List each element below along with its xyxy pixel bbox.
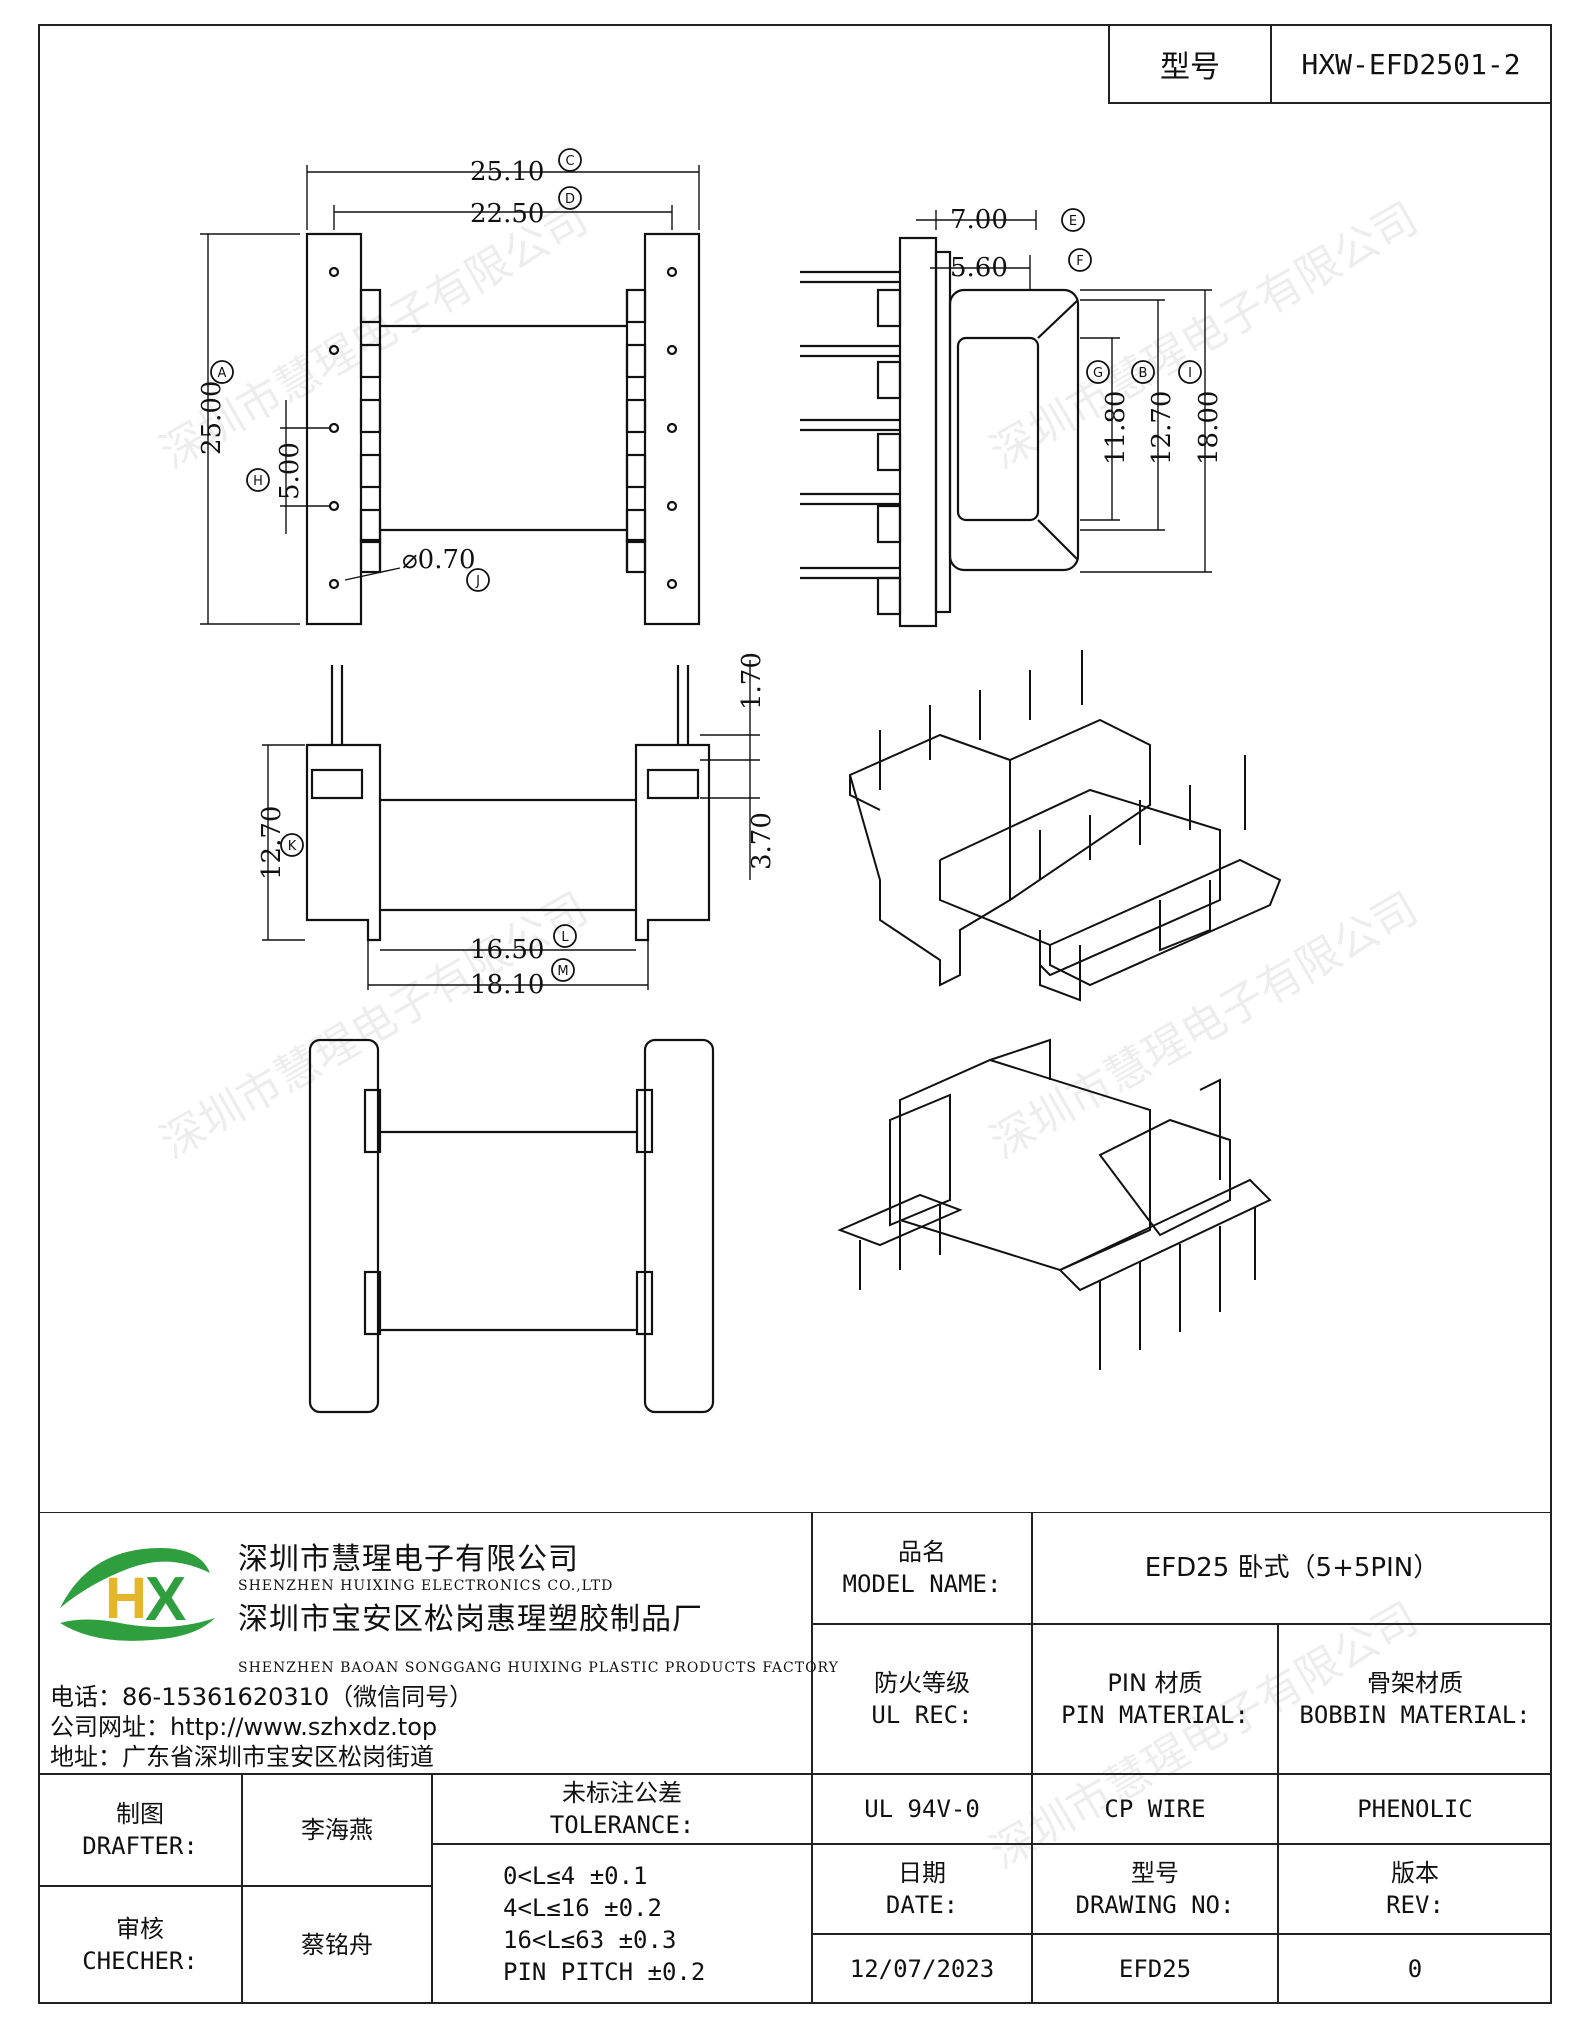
company-address: 地址：广东省深圳市宝安区松岗街道	[50, 1743, 434, 1771]
company-name-cn: 深圳市慧瑆电子有限公司	[238, 1542, 579, 1577]
company-logo: H X	[60, 1548, 215, 1641]
pin-material-label: PIN 材质 PIN MATERIAL:	[1032, 1624, 1278, 1774]
model-label: 型号	[1110, 26, 1272, 102]
dim-18.00: 18.00	[1194, 391, 1224, 465]
bottom-view	[308, 1038, 715, 1414]
factory-name-cn: 深圳市宝安区松岗惠瑆塑胶制品厂	[238, 1602, 703, 1637]
dim-11.80: 11.80	[1101, 391, 1131, 465]
dim-7.00: 7.00	[950, 205, 1008, 235]
pin-material-value: CP WIRE	[1032, 1774, 1278, 1844]
checker-label: 审核 CHECHER:	[38, 1886, 242, 2004]
marker-d: D	[565, 192, 575, 207]
company-name-en: SHENZHEN HUIXING ELECTRONICS CO.,LTD	[238, 1578, 614, 1594]
front-view	[262, 660, 760, 990]
dim-12.70: 12.70	[1147, 391, 1177, 465]
dim-5.60: 5.60	[950, 253, 1008, 283]
marker-b: B	[1139, 366, 1148, 381]
drawing-no-label: 型号 DRAWING NO:	[1032, 1844, 1278, 1934]
model-number-box: 型号 HXW-EFD2501-2	[1108, 24, 1552, 104]
tolerance-line: 4<L≤16 ±0.2	[503, 1894, 662, 1922]
dim-16.50: 16.50	[470, 935, 544, 965]
rev-value: 0	[1278, 1934, 1552, 2004]
tolerance-values: 0<L≤4 ±0.1 4<L≤16 ±0.2 16<L≤63 ±0.3 PIN …	[432, 1844, 812, 2004]
dim-3.70: 3.70	[747, 812, 777, 870]
dim-18.10: 18.10	[470, 970, 544, 1000]
top-view	[200, 165, 701, 626]
company-phone: 电话：86-15361620310（微信同号）	[50, 1683, 474, 1711]
side-view	[800, 210, 1212, 628]
tolerance-line: 16<L≤63 ±0.3	[503, 1926, 677, 1954]
factory-en-wrap: SHENZHEN BAOAN SONGGANG HUIXING PLASTIC …	[238, 1660, 839, 1676]
marker-i: I	[1188, 366, 1192, 381]
dim-front-12.70: 12.70	[257, 806, 287, 880]
ul-rec-value: UL 94V-0	[812, 1774, 1032, 1844]
dim-22.50: 22.50	[470, 199, 544, 229]
title-block: H X 深圳市慧瑆电子有限公司 SHENZHEN HUIXING ELECTRO…	[38, 1512, 1552, 2004]
company-cell	[38, 1512, 812, 1774]
date-value: 12/07/2023	[812, 1934, 1032, 2004]
marker-c: C	[565, 154, 574, 169]
marker-j: J	[475, 574, 480, 589]
contact-info: 电话：86-15361620310（微信同号） 公司网址：http://www.…	[50, 1682, 473, 1772]
drafter-value: 李海燕	[242, 1774, 432, 1886]
isometric-view-bottom	[837, 1038, 1272, 1370]
company-website: 公司网址：http://www.szhxdz.top	[50, 1713, 438, 1741]
ul-rec-label: 防火等级 UL REC:	[812, 1624, 1032, 1774]
tolerance-label: 未标注公差 TOLERANCE:	[432, 1774, 812, 1844]
factory-name-en: SHENZHEN BAOAN SONGGANG HUIXING PLASTIC …	[238, 1660, 839, 1676]
tolerance-line: 0<L≤4 ±0.1	[503, 1862, 648, 1890]
bobbin-material-value: PHENOLIC	[1278, 1774, 1552, 1844]
marker-l: L	[561, 930, 569, 945]
dim-pin-dia: ⌀0.70	[402, 545, 476, 575]
dim-5.00: 5.00	[275, 442, 305, 500]
logo-letter-h: H	[105, 1566, 147, 1631]
model-name-label: 品名 MODEL NAME:	[812, 1512, 1032, 1624]
company-names: 深圳市慧瑆电子有限公司 SHENZHEN HUIXING ELECTRONICS…	[238, 1534, 703, 1638]
marker-a: A	[218, 366, 227, 381]
drawing-no-value: EFD25	[1032, 1934, 1278, 2004]
tolerance-line: PIN PITCH ±0.2	[503, 1958, 706, 1986]
marker-f: F	[1076, 254, 1083, 269]
rev-label: 版本 REV:	[1278, 1844, 1552, 1934]
isometric-view-top	[848, 650, 1282, 1002]
date-label: 日期 DATE:	[812, 1844, 1032, 1934]
marker-e: E	[1069, 214, 1077, 229]
checker-value: 蔡铭舟	[242, 1886, 432, 2004]
dim-1.70: 1.70	[737, 652, 767, 710]
model-value: HXW-EFD2501-2	[1301, 47, 1521, 81]
model-name-value: EFD25 卧式（5+5PIN）	[1032, 1512, 1552, 1624]
technical-drawing: 25.10 22.50 25.00 5.00 ⌀0.70 7.00 5.60 1…	[197, 148, 1282, 1414]
marker-k: K	[288, 839, 297, 854]
logo-letter-x: X	[145, 1565, 186, 1634]
marker-g: G	[1093, 366, 1103, 381]
bobbin-material-label: 骨架材质 BOBBIN MATERIAL:	[1278, 1624, 1552, 1774]
dim-25.00: 25.00	[197, 381, 227, 455]
drafter-label: 制图 DRAFTER:	[38, 1774, 242, 1886]
marker-h: H	[253, 474, 263, 489]
marker-m: M	[557, 964, 568, 979]
dim-25.10: 25.10	[470, 157, 544, 187]
